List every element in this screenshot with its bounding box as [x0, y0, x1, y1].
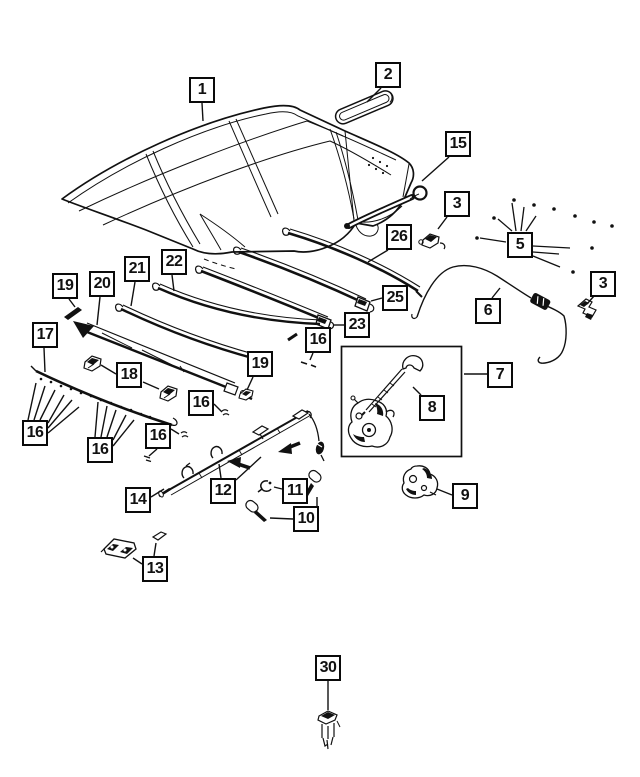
callout-22[interactable]: 22: [161, 249, 187, 275]
retainer-clip-3-upper: [418, 233, 446, 250]
fastener-dot-layer: [475, 198, 614, 274]
retainer-bracket-3-lower: [576, 298, 597, 320]
callout-label: 10: [297, 510, 315, 527]
callout-label: 14: [129, 491, 147, 508]
callout-label: 25: [386, 289, 404, 306]
callout-16[interactable]: 16: [188, 390, 214, 416]
wire-harness-6: [411, 264, 567, 364]
callout-14[interactable]: 14: [125, 487, 151, 513]
latch-group-box-7: [340, 345, 463, 458]
clip-30: [317, 710, 341, 750]
callout-3[interactable]: 3: [444, 191, 470, 217]
callout-label: 16: [192, 394, 210, 411]
callout-8[interactable]: 8: [419, 395, 445, 421]
callout-label: 13: [146, 560, 164, 577]
callout-label: 9: [460, 487, 470, 504]
callout-label: 19: [56, 277, 74, 294]
callout-label: 7: [495, 366, 505, 383]
callout-label: 22: [165, 253, 183, 270]
callout-label: 3: [598, 275, 608, 292]
leader-line-layer: [27, 87, 595, 710]
bow-21: [114, 303, 258, 361]
callout-label: 11: [287, 482, 303, 499]
callout-label: 26: [390, 228, 408, 245]
callout-13[interactable]: 13: [142, 556, 168, 582]
callout-label: 15: [449, 135, 467, 152]
callout-12[interactable]: 12: [210, 478, 236, 504]
callout-label: 30: [319, 659, 337, 676]
callout-label: 6: [483, 302, 493, 319]
callout-6[interactable]: 6: [475, 298, 501, 324]
callout-label: 16: [26, 424, 44, 441]
bow-clamp-18-left: [83, 355, 102, 372]
callout-20[interactable]: 20: [89, 271, 115, 297]
callout-17[interactable]: 17: [32, 322, 58, 348]
callout-label: 8: [427, 399, 437, 416]
direction-arrows-12: [227, 441, 301, 470]
callout-label: 23: [348, 316, 366, 333]
callout-label: 16: [91, 441, 109, 458]
clip-19-right: [238, 388, 254, 401]
callout-label: 21: [128, 260, 146, 277]
callout-label: 18: [120, 366, 138, 383]
latch-9: [401, 465, 439, 499]
callout-3[interactable]: 3: [590, 271, 616, 297]
callout-23[interactable]: 23: [344, 312, 370, 338]
callout-16[interactable]: 16: [22, 420, 48, 446]
callout-5[interactable]: 5: [507, 232, 533, 258]
callout-25[interactable]: 25: [382, 285, 408, 311]
bow-25: [232, 246, 375, 313]
callout-16[interactable]: 16: [87, 437, 113, 463]
callout-16[interactable]: 16: [305, 327, 331, 353]
bracket-13: [100, 531, 168, 559]
callout-10[interactable]: 10: [293, 506, 319, 532]
callout-label: 16: [149, 427, 167, 444]
callout-label: 20: [93, 275, 111, 292]
bow-clamp-18-right: [159, 385, 178, 402]
callout-label: 16: [309, 331, 327, 348]
hook-rod-8: [361, 355, 424, 416]
bow-22: [151, 282, 322, 342]
bow-26: [281, 227, 423, 298]
callout-9[interactable]: 9: [452, 483, 478, 509]
soft-top-canvas: [61, 104, 415, 270]
callout-label: 5: [515, 236, 525, 253]
callout-19[interactable]: 19: [52, 273, 78, 299]
clip-19-left: [64, 307, 82, 320]
bow-23: [194, 265, 335, 330]
callout-19[interactable]: 19: [247, 351, 273, 377]
clip-11: [257, 480, 272, 493]
fastener-ray-layer: [479, 202, 571, 268]
callout-label: 17: [36, 326, 54, 343]
header-snap-dot-layer: [367, 156, 389, 175]
callout-label: 2: [383, 66, 393, 83]
bow17-clip-dot-layer: [39, 377, 152, 419]
side-rail-assembly: [158, 409, 325, 498]
screw-10-left: [245, 499, 267, 522]
callout-2[interactable]: 2: [375, 62, 401, 88]
bow-20-rail-assembly: [73, 321, 253, 401]
callout-21[interactable]: 21: [124, 256, 150, 282]
callout-1[interactable]: 1: [189, 77, 215, 103]
callout-11[interactable]: 11: [282, 478, 308, 504]
callout-label: 12: [214, 482, 232, 499]
callout-7[interactable]: 7: [487, 362, 513, 388]
callout-30[interactable]: 30: [315, 655, 341, 681]
callout-26[interactable]: 26: [386, 224, 412, 250]
callout-18[interactable]: 18: [116, 362, 142, 388]
callout-label: 19: [251, 355, 269, 372]
header-seal-bar: [334, 90, 394, 125]
callout-label: 1: [197, 81, 207, 98]
callout-16[interactable]: 16: [145, 423, 171, 449]
bow-17: [30, 365, 178, 427]
callout-label: 3: [452, 195, 462, 212]
retainer-marks-16: [143, 361, 317, 463]
tie-down-strap: [344, 185, 428, 229]
callout-15[interactable]: 15: [445, 131, 471, 157]
